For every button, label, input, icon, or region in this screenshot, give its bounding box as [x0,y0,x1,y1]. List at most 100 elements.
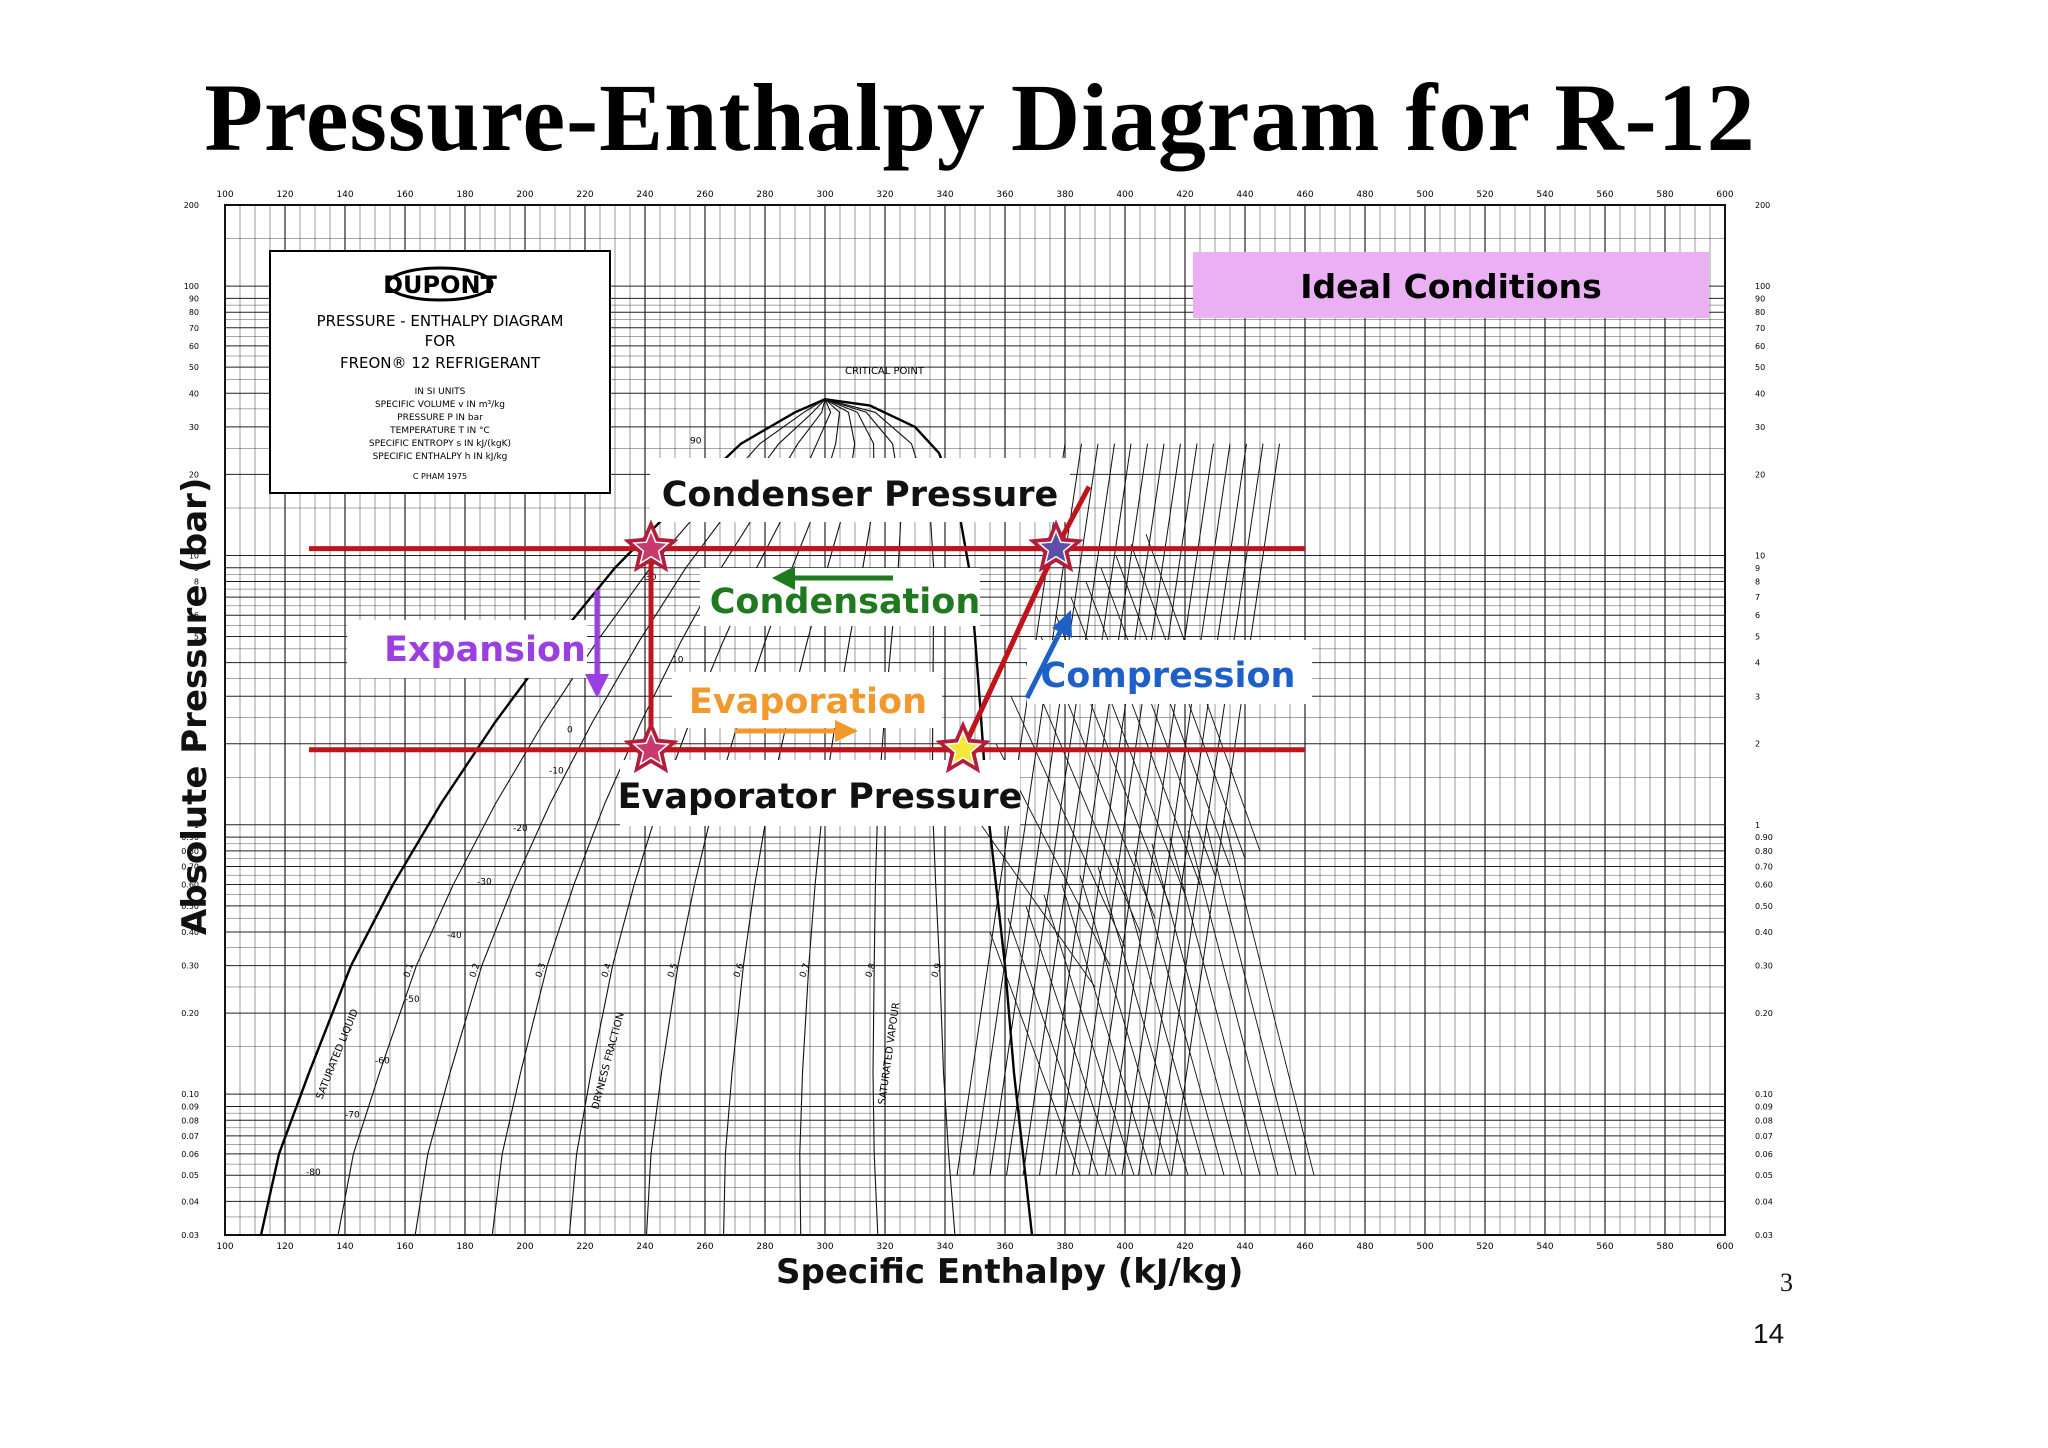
state-point-condenser-liquid-inner [632,528,670,565]
specific-volume-line [1115,555,1231,867]
x-tick-label: 540 [1536,190,1553,200]
y-tick-label: 4 [1755,659,1760,668]
x-tick-label: 340 [936,1242,953,1252]
dryness-label: 0.5 [666,962,680,979]
y-tick-label: 9 [194,564,199,573]
condenser-pressure-label: Condenser Pressure [662,475,1059,515]
x-tick-label: 460 [1296,1242,1313,1252]
y-tick-label: 0.60 [1755,881,1773,890]
x-tick-label: 580 [1656,190,1673,200]
y-tick-label: 0.05 [1755,1171,1773,1180]
x-tick-label: 460 [1296,190,1313,200]
state-point-compressor-outlet-inner [1037,528,1075,565]
y-tick-label: 0.03 [181,1231,199,1240]
y-tick-label: 0.80 [1755,847,1773,856]
expansion-label-bg [347,620,587,678]
x-tick-label: 280 [756,1242,773,1252]
x-tick-label: 520 [1476,190,1493,200]
legend-unit-4: SPECIFIC ENTROPY s IN kJ/(kgK) [369,439,511,449]
x-tick-label: 540 [1536,1242,1553,1252]
slide-title: Pressure-Enthalpy Diagram for R-12 [204,64,1756,171]
y-tick-label: 7 [194,593,199,602]
y-tick-label: 20 [1755,470,1765,479]
x-tick-label: 520 [1476,1242,1493,1252]
y-tick-label: 6 [194,611,199,620]
expansion-arrow [585,590,609,698]
isotherm-line [1007,918,1099,1176]
isotherm-line [1079,875,1171,1176]
y-tick-label: 0.07 [181,1132,199,1141]
y-tick-label: 6 [1755,611,1760,620]
x-tick-label: 300 [816,1242,833,1252]
y-tick-label: 200 [184,201,199,210]
x-tick-label: 260 [696,190,713,200]
y-tick-label: 30 [1755,423,1765,432]
x-tick-label: 500 [1416,1242,1433,1252]
y-tick-label: 0.10 [181,1090,199,1099]
x-tick-label: 120 [276,190,293,200]
x-tick-label: 320 [876,190,893,200]
y-tick-label: 2 [1755,740,1760,749]
y-tick-label: 2 [194,740,199,749]
isotherm-line [1133,850,1225,1176]
x-tick-label: 140 [336,1242,353,1252]
legend-unit-1: SPECIFIC VOLUME v IN m³/kg [375,400,505,410]
isotherm-label: -10 [549,767,564,777]
x-tick-label: 480 [1356,190,1373,200]
y-tick-label: 0.20 [1755,1009,1773,1018]
x-tick-label: 420 [1176,1242,1193,1252]
isentrope-line [1072,443,1181,1176]
dryness-line [337,398,826,1236]
y-axis-label: Absolute Pressure (bar) [175,477,215,935]
y-tick-label: 0.50 [181,902,199,911]
y-tick-label: 60 [1755,342,1765,351]
specific-volume-line [1085,581,1201,885]
y-tick-label: 0.08 [181,1116,199,1125]
specific-volume-line [1010,696,1126,948]
condenser-label-bg [650,458,1070,522]
y-tick-label: 3 [1755,692,1760,701]
isentrope-line [1171,443,1280,1176]
x-tick-label: 600 [1716,1242,1733,1252]
y-tick-label: 0.60 [181,881,199,890]
isentrope-line [1006,443,1115,1176]
legend-unit-0: IN SI UNITS [415,387,466,397]
x-tick-label: 240 [636,190,653,200]
isentrope-line [1138,443,1247,1176]
y-tick-label: 0.30 [181,962,199,971]
x-tick-label: 200 [516,1242,533,1252]
legend-credit: C PHAM 1975 [413,472,467,481]
state-point-evaporator-inlet-inner [632,729,670,766]
y-tick-label: 9 [1755,564,1760,573]
y-tick-label: 0.06 [181,1150,199,1159]
y-tick-label: 0.09 [181,1102,199,1111]
ideal-conditions-text: Ideal Conditions [1300,267,1602,306]
y-tick-label: 0.40 [1755,928,1773,937]
y-tick-label: 0.06 [1755,1150,1773,1159]
isotherm-label: -30 [477,878,492,888]
isotherm-label: 90 [690,437,702,447]
isotherm-line [1043,894,1135,1176]
isotherm-label: -50 [405,995,420,1005]
legend-unit-5: SPECIFIC ENTHALPY h IN kJ/kg [373,452,508,462]
legend-unit-3: TEMPERATURE T IN °C [389,426,490,436]
specific-volume-line [1025,662,1141,933]
y-tick-label: 0.10 [1755,1090,1773,1099]
critical-point-label: CRITICAL POINT [845,366,925,377]
x-tick-label: 500 [1416,190,1433,200]
y-tick-label: 10 [1755,551,1765,560]
x-tick-label: 100 [216,1242,233,1252]
y-tick-label: 4 [194,659,199,668]
isotherm-label: -40 [447,931,462,941]
x-tick-label: 240 [636,1242,653,1252]
compression-label-bg [1027,640,1312,704]
x-tick-label: 440 [1236,190,1253,200]
state-point-condenser-liquid [623,519,679,573]
x-tick-label: 220 [576,190,593,200]
legend-unit-2: PRESSURE P IN bar [397,413,483,423]
dupont-brand: DUPONT [383,271,497,299]
condensation-label: Condensation [710,582,981,622]
evaporator-label-bg [620,760,1020,826]
legend-line-1: PRESSURE - ENTHALPY DIAGRAM [317,312,564,330]
